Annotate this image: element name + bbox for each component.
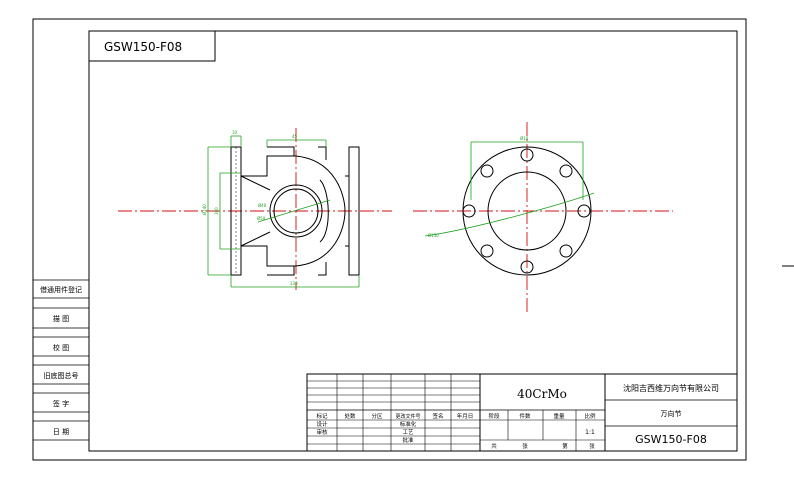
left-row-6: 日 期	[53, 428, 69, 436]
center-lines	[118, 122, 673, 315]
label-sheet-unit: 张	[589, 442, 595, 450]
left-row-4: 旧底图总号	[44, 371, 79, 380]
label-stage: 阶段	[488, 412, 500, 420]
label-weight: 重量	[553, 412, 565, 420]
left-row-3: 校 图	[53, 343, 69, 352]
label-sheet-of: 第	[562, 442, 568, 450]
dim-d9: Ø10	[520, 136, 529, 141]
part-name: 万向节	[661, 409, 682, 418]
dim-d4: Ø140	[202, 204, 207, 215]
label-revision: 比例	[584, 412, 596, 420]
label-sheet: 张	[522, 442, 528, 450]
left-row-1: 借通用件登记	[40, 285, 82, 294]
hdr-zone: 分区	[371, 412, 383, 420]
label-total: 共	[491, 442, 497, 450]
hdr-qty: 处数	[344, 412, 356, 420]
dim-d8: Ø150	[428, 233, 439, 238]
hdr-date: 年月日	[457, 412, 474, 420]
dim-d2: 45	[292, 134, 298, 139]
title-block: 标记 处数 分区 更改文件号 签名 年月日 设计 标准化 审核 工艺 批准 40…	[306, 373, 738, 452]
dim-d1: 10	[232, 130, 238, 135]
left-row-5: 签 字	[53, 399, 69, 408]
outer-frame	[32, 18, 747, 461]
label-process: 工艺	[402, 429, 414, 436]
label-designer: 设计	[316, 420, 328, 428]
top-drawing-number: GSW150-F08	[104, 40, 182, 54]
hdr-sign: 签名	[432, 412, 443, 420]
company-name: 沈阳吉西维万向节有限公司	[623, 383, 719, 393]
hdr-mark: 标记	[316, 412, 328, 420]
dimensions: 10 45 Ø140 100 130 Ø50 Ø40 Ø10 Ø150	[202, 130, 595, 288]
label-standardization: 标准化	[400, 420, 417, 428]
block-drawing-number: GSW150-F08	[635, 433, 707, 446]
top-number-box	[88, 30, 216, 62]
dim-d5: 100	[214, 207, 219, 215]
dim-d6: 130	[290, 281, 298, 286]
label-checker: 审核	[316, 428, 328, 436]
label-count: 件数	[519, 412, 531, 420]
material: 40CrMo	[517, 387, 567, 401]
front-view	[462, 146, 592, 276]
left-column-table: 借通用件登记 描 图 校 图 旧底图总号 签 字 日 期	[33, 279, 89, 441]
hdr-change-doc: 更改文件号	[395, 413, 420, 420]
left-row-2: 描 图	[53, 314, 69, 323]
scale: 1:1	[585, 429, 595, 436]
side-view	[230, 146, 360, 276]
label-approve: 批准	[402, 436, 414, 444]
dim-d3: Ø50	[257, 216, 266, 221]
dim-d7: Ø40	[258, 203, 267, 208]
